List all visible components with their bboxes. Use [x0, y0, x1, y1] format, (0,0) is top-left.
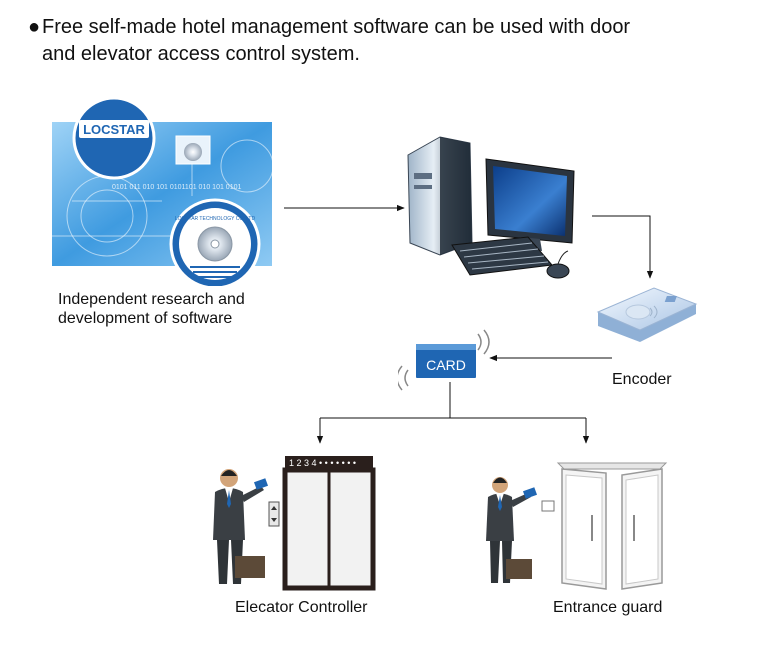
computer-image — [407, 136, 575, 279]
card-body — [416, 344, 476, 378]
elevator-call-panel — [268, 501, 280, 527]
floor-indicator — [285, 456, 373, 468]
card-signal-left-icon — [398, 365, 409, 391]
elevator-scene: 1 2 3 4 • • • • • • • — [213, 456, 376, 591]
software-caption-line-2: development of software — [58, 310, 233, 327]
card-image: CARD — [398, 329, 490, 391]
card-signal-right-icon — [477, 329, 490, 355]
person-elevator — [213, 469, 269, 584]
card-label: CARD — [426, 357, 466, 373]
entrance-scene — [486, 462, 668, 590]
entrance-header — [556, 462, 668, 470]
person-card — [522, 487, 538, 499]
encoder-image — [596, 287, 698, 342]
headline: ●Free self-made hotel management softwar… — [28, 14, 748, 68]
headline-line-1: Free self-made hotel management software… — [42, 16, 631, 38]
brand-logo: LOCSTAR — [83, 122, 145, 137]
headline-line-2: and elevator access control system. — [42, 43, 360, 65]
briefcase — [235, 556, 265, 578]
arrow-pc-to-encoder — [592, 215, 654, 279]
person-entrance — [486, 477, 538, 583]
binary-text: 0101 011 010 101 0101101 010 101 0101 — [112, 184, 241, 191]
card-reader — [541, 500, 555, 512]
entrance-label: Entrance guard — [553, 599, 663, 616]
floor-indicator-text: 1 2 3 4 • • • • • • • — [289, 458, 356, 468]
software-caption: Independent research and development of … — [58, 290, 245, 328]
person-card — [253, 478, 269, 490]
briefcase — [506, 559, 532, 579]
bullet: ● — [28, 16, 41, 38]
disc-text: LOCSTAR TECHNOLOGY CO.,LTD — [175, 216, 256, 222]
elevator-label: Elecator Controller — [235, 599, 368, 616]
software-caption-line-1: Independent research and — [58, 291, 245, 308]
software-package-image: 0101 011 010 101 0101101 010 101 0101 LO… — [52, 96, 272, 286]
monitor-screen — [493, 166, 567, 236]
encoder-label: Encoder — [612, 371, 672, 388]
brand-plate — [79, 120, 149, 138]
